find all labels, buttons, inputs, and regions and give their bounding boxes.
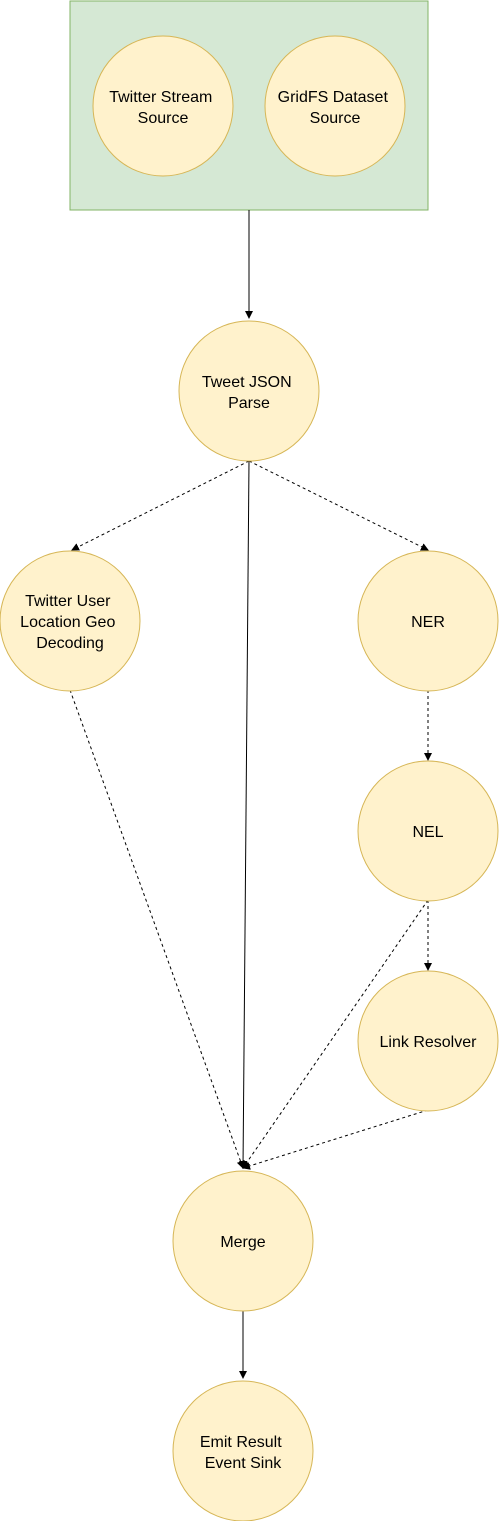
node-label-ner: NER [411,614,445,631]
node-label-geo-decoding: Twitter User Location Geo Decoding [20,593,120,652]
node-link-resolver: Link Resolver [357,970,499,1112]
node-gridfs-dataset-source: GridFS Dataset Source [264,35,406,177]
node-emit-result-event-sink: Emit Result Event Sink [172,1380,314,1521]
node-label-merge: Merge [220,1234,265,1251]
node-twitter-user-location-geo-decoding: Twitter User Location Geo Decoding [0,550,141,692]
edges [69,210,432,1379]
node-merge: Merge [172,1170,314,1312]
node-label-twitter-stream-source: Twitter Stream Source [109,89,217,127]
edge-tweet-parse-to-geo [71,460,250,551]
edge-geo-to-merge [69,689,245,1169]
edge-nel-to-merge [242,899,429,1169]
node-label-gridfs-dataset-source: GridFS Dataset Source [278,89,393,127]
node-label-link-resolver: Link Resolver [380,1034,478,1051]
node-label-emit-result-event-sink: Emit Result Event Sink [200,1434,286,1472]
edge-tweet-parse-to-ner [248,460,429,551]
edge-link-resolver-to-merge [242,1109,429,1170]
node-twitter-stream-source: Twitter Stream Source [92,35,234,177]
node-tweet-json-parse: Tweet JSON Parse [178,320,320,462]
node-ner: NER [357,550,499,692]
node-nel: NEL [357,760,499,902]
edge-tweet-parse-to-merge [239,460,250,1169]
node-label-nel: NEL [412,824,443,841]
node-label-tweet-json-parse: Tweet JSON Parse [202,374,296,412]
